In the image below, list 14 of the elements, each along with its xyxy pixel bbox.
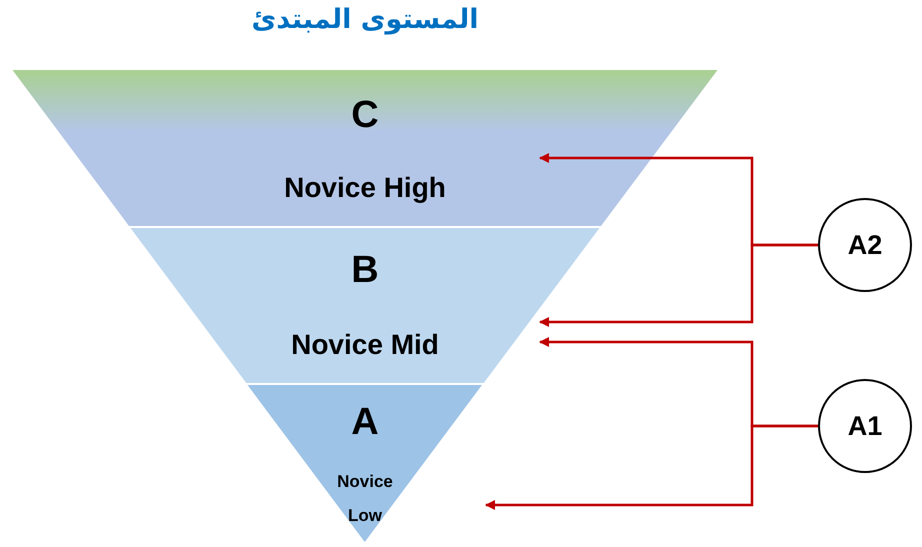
level-circle: A1 <box>818 379 912 473</box>
arrow <box>485 424 818 510</box>
level-letter: A <box>350 400 380 444</box>
level-letter: C <box>350 93 380 137</box>
level-band <box>11 68 719 226</box>
level-band <box>129 226 601 383</box>
arrow <box>539 244 818 327</box>
level-name: Novice Mid <box>290 328 440 362</box>
level-circle: A2 <box>818 198 912 292</box>
level-name: Novice Low <box>336 471 394 527</box>
level-letter: B <box>350 248 380 292</box>
level-name: Novice High <box>283 171 447 205</box>
title: المستوى المبتدئ <box>250 4 480 35</box>
level-band <box>246 383 484 542</box>
